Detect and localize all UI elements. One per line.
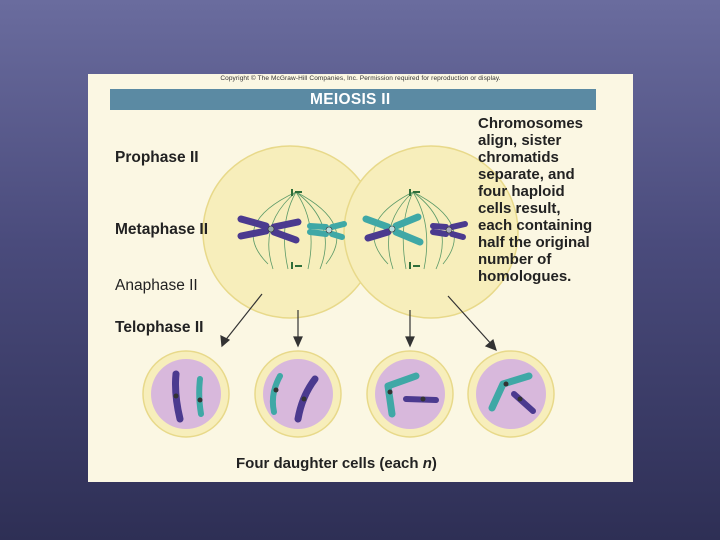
label-telophase-ii: Telophase II xyxy=(115,319,203,337)
daughter-cell-4 xyxy=(468,351,554,437)
description-line: separate, and xyxy=(478,166,628,183)
meiosis-figure: Copyright © The McGraw-Hill Companies, I… xyxy=(88,74,633,482)
label-metaphase-ii: Metaphase II xyxy=(115,221,208,239)
daughter-cell-1 xyxy=(143,351,229,437)
footer-text: Four daughter cells (each xyxy=(236,455,423,472)
description-line: chromatids xyxy=(478,149,628,166)
description-line: four haploid xyxy=(478,183,628,200)
footer-caption: Four daughter cells (each n) xyxy=(236,455,437,472)
description-line: half the original xyxy=(478,234,628,251)
footer-close: ) xyxy=(432,455,437,472)
description-line: number of xyxy=(478,251,628,268)
daughter-cell-3 xyxy=(367,351,453,437)
description-line: cells result, xyxy=(478,200,628,217)
description-text: Chromosomes align, sister chromatids sep… xyxy=(478,115,628,285)
haploid-n: n xyxy=(423,455,432,472)
label-anaphase-ii: Anaphase II xyxy=(115,277,198,295)
daughter-cell-2 xyxy=(255,351,341,437)
description-line: homologues. xyxy=(478,268,628,285)
description-line: align, sister xyxy=(478,132,628,149)
description-line: Chromosomes xyxy=(478,115,628,132)
description-line: each containing xyxy=(478,217,628,234)
label-prophase-ii: Prophase II xyxy=(115,149,199,167)
